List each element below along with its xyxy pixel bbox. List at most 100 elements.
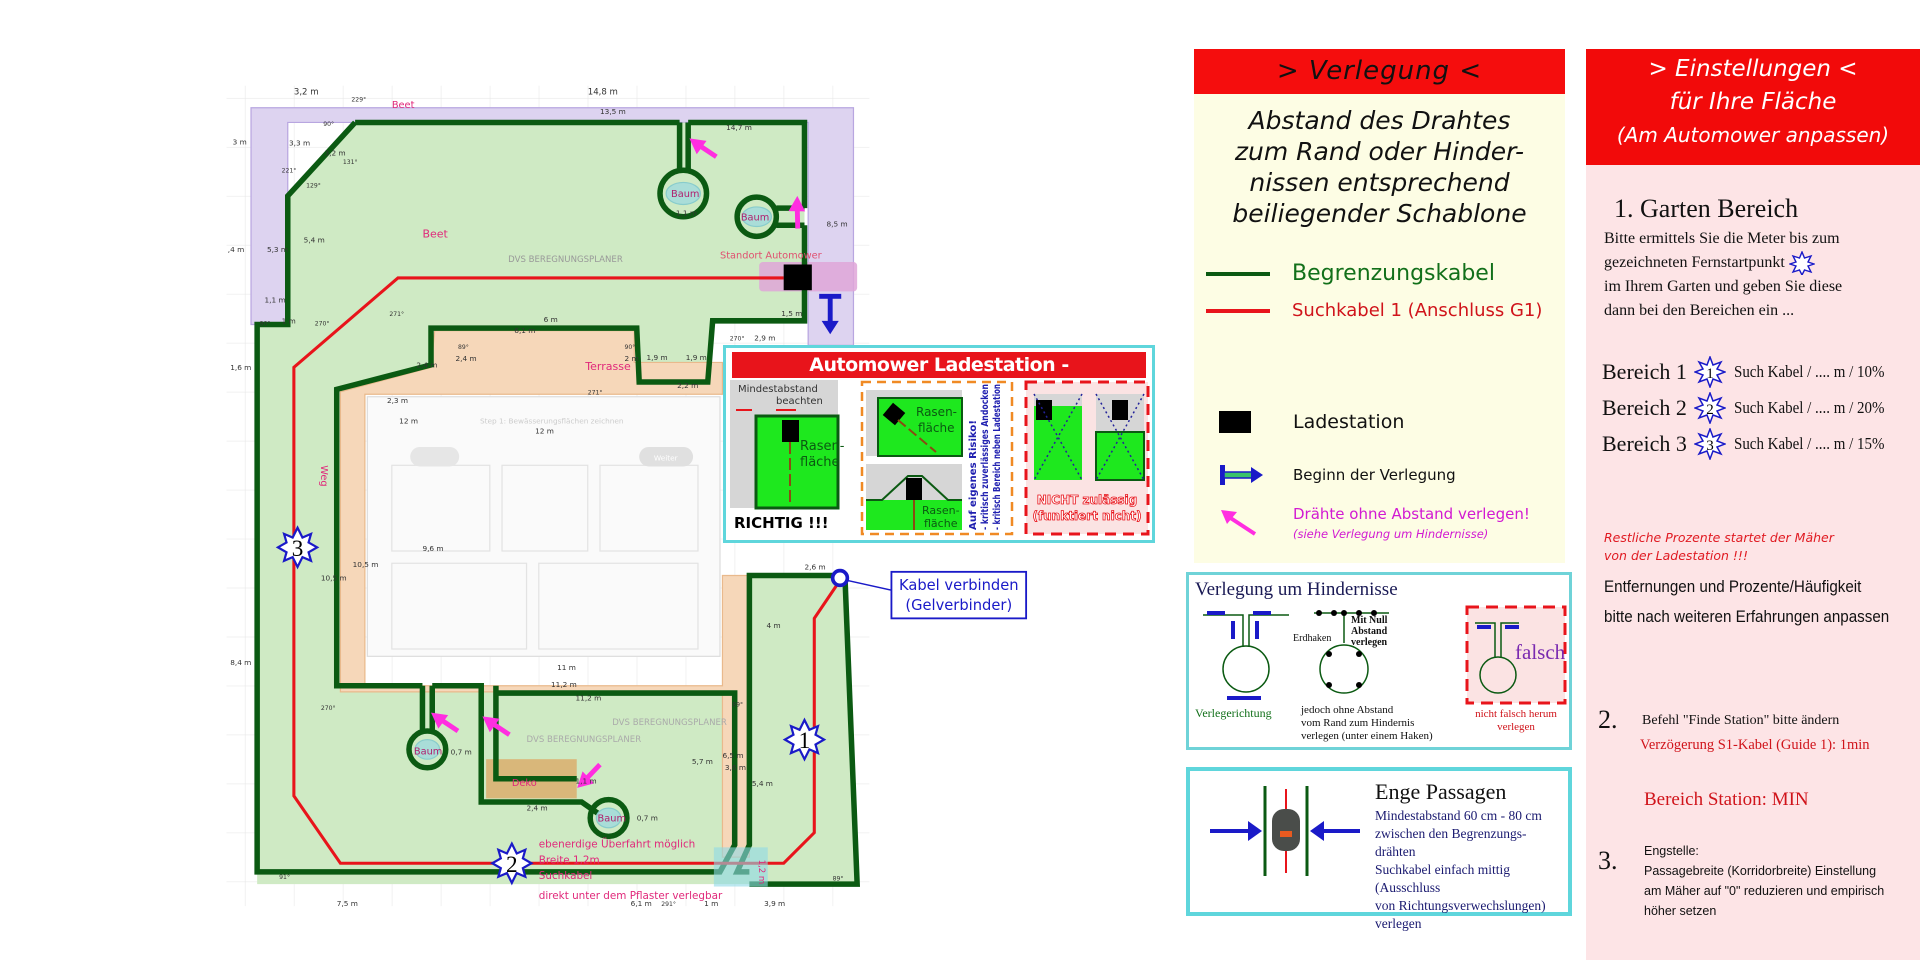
- legend-start: Beginn der Verlegung: [1219, 463, 1456, 487]
- mower-passage-icon: [1210, 786, 1360, 876]
- map-label: 90°: [260, 320, 271, 328]
- section1-line: im Ihrem Garten und geben Sie diese: [1604, 278, 1843, 296]
- wrong-label: falsch: [1515, 640, 1566, 664]
- adjust-note-line: Entfernungen und Prozente/Häufigkeit: [1604, 578, 1862, 596]
- gel-connector-icon: [830, 568, 850, 588]
- lawn-label: Rasen-: [800, 439, 845, 454]
- legend-label: Beginn der Verlegung: [1293, 466, 1456, 484]
- star-icon: [1787, 250, 1817, 277]
- map-label: Baum: [671, 189, 699, 200]
- section1-line: dann bei den Bereichen ein ...: [1604, 302, 1795, 320]
- pink-arrow-icon: [1221, 510, 1257, 536]
- section1-title: 1. Garten Bereich: [1614, 194, 1799, 223]
- map-label: 90°: [624, 343, 635, 351]
- lawn-label: Rasen-: [916, 405, 957, 419]
- tree-crowns: [414, 181, 773, 829]
- map-label: Beet: [422, 228, 448, 241]
- map-label: 5,7 m: [692, 757, 713, 766]
- map-label: 14,8 m: [588, 87, 618, 97]
- map-label: Terrasse: [584, 360, 631, 373]
- rest-note-line: von der Ladestation !!!: [1604, 548, 1748, 563]
- map-label: 12 m: [399, 417, 418, 426]
- map-label: Weiter: [654, 453, 679, 462]
- area-star-icon: 3: [276, 526, 319, 569]
- map-label: Weg: [318, 465, 329, 486]
- min-distance-note: Mindestabstand: [738, 384, 818, 395]
- obstacle-note: verlegen (unter einem Haken): [1301, 730, 1433, 742]
- narrow-line: von Richtungsverwechslungen) verlegen: [1375, 898, 1546, 931]
- legend-label: Drähte ohne Abstand verlegen!: [1293, 505, 1530, 523]
- map-label: DVS BEREGNUNGSPLANER: [612, 718, 727, 728]
- legend-label: Ladestation: [1293, 411, 1405, 433]
- wrong-note: nicht falsch herum: [1475, 708, 1557, 720]
- lawn-label: fläche: [918, 421, 955, 435]
- map-label: Baum: [741, 212, 769, 223]
- map-label: 1,5 m: [781, 309, 802, 318]
- area-star-icon: 2: [491, 842, 533, 884]
- map-label: direkt unter dem Pflaster verlegbar: [539, 890, 723, 902]
- positioning-illustrations: Mindestabstand beachten Rasen- fläche RI…: [730, 380, 1150, 536]
- map-label: 291°: [661, 900, 676, 908]
- station-icon: [782, 420, 799, 442]
- start-arrow-icon: [819, 293, 842, 335]
- map-label: 1 m: [282, 316, 296, 325]
- map-label: 2,4 m: [416, 360, 437, 369]
- map-label: 129°: [306, 181, 321, 189]
- map-label: 229°: [351, 96, 366, 104]
- search-cable: [292, 276, 842, 865]
- intro-line: nissen entsprechend: [1249, 168, 1510, 197]
- positioning-title: Automower Ladestation - Positionierung: [732, 352, 1146, 402]
- rest-note-line: Restliche Prozente startet der Mäher: [1604, 530, 1834, 545]
- map-label: 8,5 m: [827, 220, 848, 229]
- map-label: 2,9 m: [754, 333, 775, 342]
- installation-panel: > Verlegung < Abstand des Drahtes zum Ra…: [1194, 49, 1565, 563]
- map-label: 4 m: [767, 621, 781, 630]
- map-label: 221°: [282, 167, 297, 175]
- legend-note: (siehe Verlegung um Hindernisse): [1293, 527, 1489, 541]
- map-label: 5,4 m: [752, 779, 773, 788]
- legend-boundary: Begrenzungskabel: [1206, 261, 1495, 286]
- map-label: 91°: [279, 873, 290, 881]
- area-star-icon: 1: [1694, 356, 1726, 388]
- map-label: 3,2 m: [294, 87, 319, 97]
- map-label: 9,6 m: [422, 544, 443, 553]
- legend-label: Begrenzungskabel: [1292, 261, 1495, 286]
- section3-line: Passagebreite (Korridorbreite) Einstellu…: [1644, 864, 1877, 878]
- section2-delay: Verzögerung S1-Kabel (Guide 1): 1min: [1640, 737, 1870, 753]
- rest-note: Restliche Prozente startet der Mäher von…: [1604, 529, 1834, 565]
- no-gap-text: Drähte ohne Abstand verlegen! (siehe Ver…: [1293, 505, 1530, 541]
- section2-station: Bereich Station: MIN: [1644, 789, 1809, 810]
- area-star-number: 3: [1706, 438, 1714, 454]
- obstacles-illustration: falsch Verlegerichtung Erdhaken Mit Null…: [1195, 605, 1567, 742]
- narrow-line: Mindestabstand 60 cm - 80 cm: [1375, 808, 1542, 823]
- zero-gap-label: Mit Null: [1351, 615, 1388, 626]
- map-label: 2,3 m: [387, 396, 408, 405]
- narrow-text: Mindestabstand 60 cm - 80 cm zwischen de…: [1375, 807, 1568, 933]
- connector-label: (Gelverbinder): [905, 597, 1012, 614]
- map-label: 14,7 m: [726, 123, 752, 132]
- map-label: 10,5 m: [321, 573, 347, 582]
- section1-text: Bitte ermittels Sie die Meter bis zum ge…: [1604, 227, 1842, 323]
- map-label: 3,9 m: [764, 899, 785, 908]
- area-star-icon: 2: [1694, 392, 1726, 424]
- map-label: 6,1 m: [514, 326, 535, 335]
- floorplan-button: [410, 446, 460, 467]
- obstacle-note: vom Rand zum Hindernis: [1301, 717, 1414, 729]
- connector-label: Kabel verbinden: [899, 577, 1019, 594]
- map-label: 1,2 m: [756, 860, 766, 885]
- map-label: 6 m: [544, 315, 558, 324]
- section3-number: 3.: [1598, 846, 1618, 875]
- intro-line: zum Rand oder Hinder-: [1234, 137, 1525, 166]
- settings-title: > Einstellungen <: [1648, 56, 1858, 82]
- risk-note: Auf eigenes Risiko!: [968, 420, 979, 530]
- map-label: 2,6 m: [804, 562, 825, 571]
- lawn-label: Rasen-: [922, 504, 960, 517]
- map-label: 1,9 m: [686, 353, 707, 362]
- map-label: 7,5 m: [337, 899, 358, 908]
- installation-title: > Verlegung <: [1194, 49, 1565, 94]
- map-label: 271°: [389, 310, 404, 318]
- area-setting: Such Kabel / .... m / 10%: [1734, 362, 1885, 381]
- adjust-note-line: bitte nach weiteren Erfahrungen anpassen: [1604, 608, 1890, 626]
